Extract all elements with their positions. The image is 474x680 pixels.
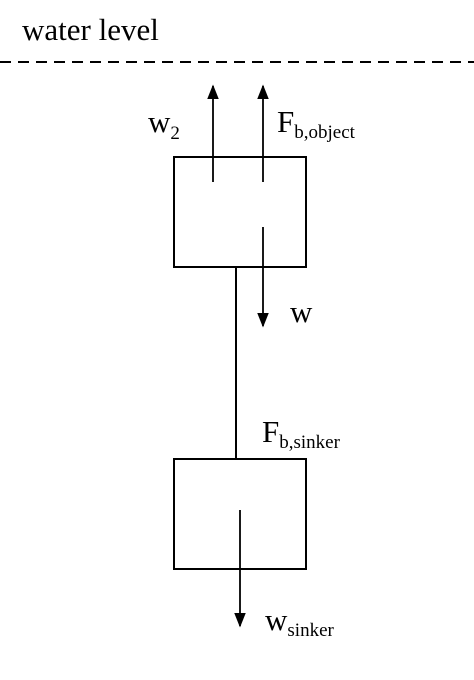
w2-label: w2 [148,104,180,144]
w-sinker-label: wsinker [265,602,334,641]
fb-sinker-label: Fb,sinker [262,414,341,453]
water-level-label: water level [22,12,159,47]
fb-object-label: Fb,object [277,104,356,143]
object-box [173,156,307,268]
w-label: w [290,294,313,329]
